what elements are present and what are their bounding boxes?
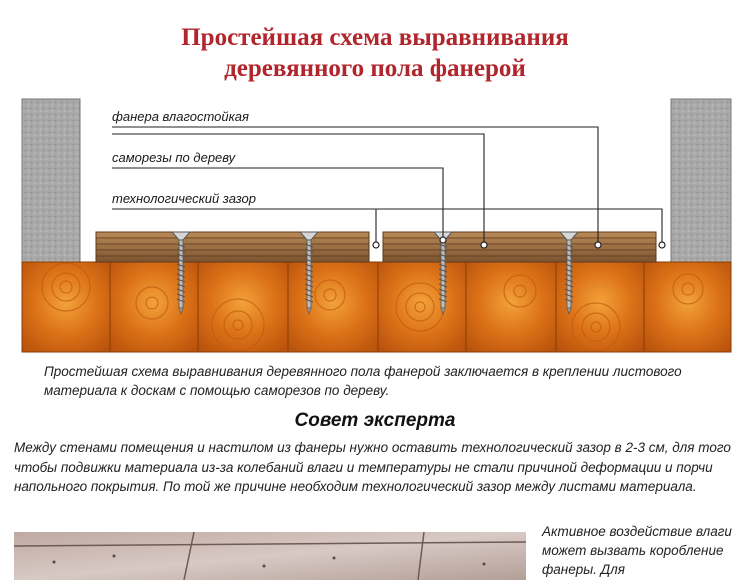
leader-lines	[112, 126, 663, 245]
left-wall	[21, 98, 81, 263]
title-line-2: деревянного пола фанерой	[224, 55, 526, 82]
leader-dots	[372, 236, 666, 249]
side-note: Активное воздействие влаги может вызвать…	[542, 524, 732, 577]
diagram-caption: Простейшая схема выравнивания деревянног…	[44, 364, 682, 398]
callout-screws: саморезы по дереву	[112, 150, 237, 165]
floor-diagram: фанера влагостойкая саморезы по дереву т…	[21, 98, 732, 353]
plywood-sheets	[95, 231, 657, 263]
right-wall	[670, 98, 732, 263]
expert-advice-text: Между стенами помещения и настилом из фа…	[14, 440, 731, 494]
wooden-boards	[21, 261, 732, 353]
title-line-1: Простейшая схема выравнивания	[181, 24, 569, 51]
expert-advice-title: Совет эксперта	[294, 410, 456, 431]
plywood-photo	[14, 532, 526, 580]
callout-gap: технологический зазор	[112, 191, 256, 206]
diagram-title: Простейшая схема выравнивания деревянног…	[0, 22, 750, 84]
callout-plywood: фанера влагостойкая	[112, 109, 249, 124]
